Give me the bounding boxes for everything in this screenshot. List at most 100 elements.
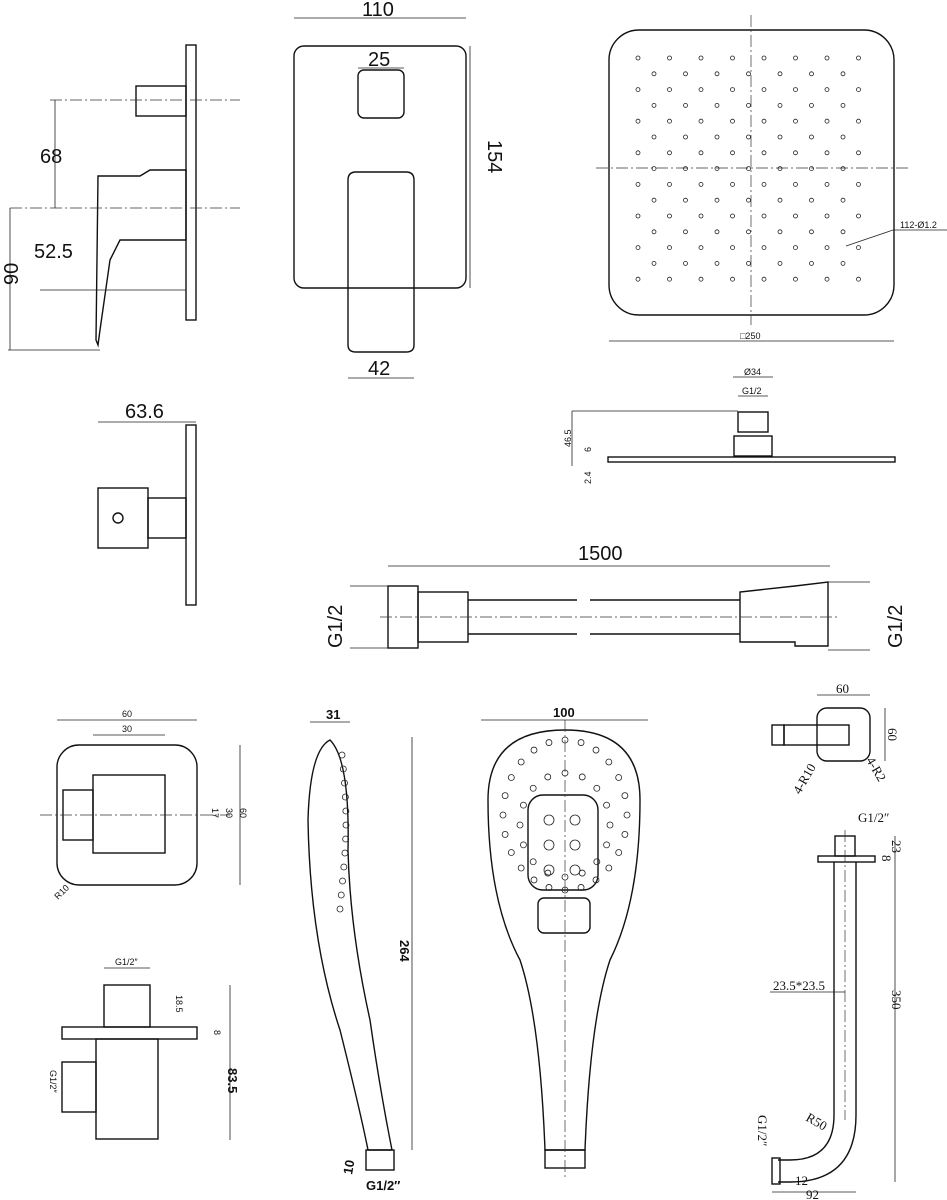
arm-dim-23: 23 (889, 840, 904, 853)
rain-nozzle (730, 55, 735, 61)
dim-6: 6 (583, 447, 593, 452)
shower-arm-side: G1/2″ 23 8 23.5*23.5 350 R50 G1/2″ 12 92 (755, 810, 904, 1200)
rain-nozzle (856, 118, 861, 124)
rain-nozzle (777, 71, 783, 77)
rain-nozzle (793, 245, 798, 251)
rain-shower-head-top: 112-Ø1.2 □250 (596, 15, 947, 342)
rain-nozzle (651, 229, 657, 235)
dim-34: Ø34 (744, 367, 761, 377)
dim-46-5: 46.5 (563, 429, 573, 447)
rain-nozzle (761, 55, 767, 61)
rain-nozzle (746, 197, 751, 203)
middle-nozzle (593, 858, 601, 866)
rain-nozzle (840, 229, 846, 235)
rain-nozzle (698, 118, 704, 124)
rain-nozzle (777, 197, 783, 203)
rain-nozzle (714, 229, 720, 235)
arm-flange-60b: 60 (885, 728, 900, 741)
rain-nozzle (824, 181, 830, 187)
rain-nozzle (856, 213, 861, 219)
rain-nozzle (761, 213, 767, 219)
middle-nozzle (606, 821, 614, 829)
outlet-dim-60b: 60 (238, 808, 248, 818)
rain-nozzle (714, 134, 720, 140)
side-nozzle (341, 849, 349, 857)
outlet-dim-83-5: 83.5 (225, 1068, 240, 1093)
rain-nozzle (730, 118, 735, 124)
rain-nozzle (856, 87, 861, 92)
rain-nozzle (824, 245, 830, 251)
outer-nozzle (499, 811, 507, 819)
outer-nozzle (545, 739, 553, 746)
rain-nozzle (730, 276, 735, 282)
rain-nozzle (777, 260, 783, 266)
rain-nozzle (809, 134, 814, 140)
dim-68: 68 (40, 146, 62, 168)
outer-nozzle (592, 876, 600, 884)
hand-dim-264: 264 (397, 940, 412, 962)
arm-thread-top: G1/2″ (858, 810, 889, 825)
rain-nozzle (777, 229, 783, 235)
rain-nozzle (809, 103, 814, 108)
rain-nozzle (730, 213, 735, 219)
rain-nozzle (777, 166, 783, 172)
rain-nozzle (651, 71, 657, 77)
arm-r10: 4-R10 (790, 761, 819, 797)
dim-g12: G1/2 (742, 386, 762, 396)
dim-250: □250 (740, 331, 760, 341)
rain-nozzle (714, 197, 720, 203)
rain-nozzle (698, 87, 704, 92)
rain-nozzle (793, 87, 798, 92)
middle-nozzle (516, 821, 524, 829)
outer-nozzle (507, 774, 515, 781)
center-nozzle (569, 814, 581, 826)
outlet-dim-18-5: 18.5 (174, 995, 184, 1013)
outlet-dim-17: 17 (210, 808, 220, 818)
rain-nozzle (793, 181, 798, 187)
rain-nozzle (809, 197, 814, 203)
outlet-dim-30b: 30 (224, 808, 234, 818)
rain-nozzle (761, 181, 767, 187)
outlet-r10: R10 (52, 883, 71, 902)
middle-nozzle (544, 773, 552, 781)
rain-nozzle (683, 166, 688, 172)
arm-r2: 4-R2 (863, 754, 889, 784)
outer-nozzle (507, 849, 515, 856)
rain-nozzle (667, 181, 672, 187)
rain-nozzle (651, 103, 657, 108)
rain-nozzle (761, 87, 767, 92)
rain-nozzle (840, 103, 846, 108)
outer-nozzle (615, 774, 623, 781)
hand-shower-side: 31 264 10 G1/2″ (307, 707, 413, 1193)
rain-nozzle (667, 150, 672, 156)
rain-nozzle (746, 260, 751, 266)
rain-nozzle (856, 181, 861, 187)
rain-nozzle (683, 197, 688, 203)
rain-nozzle (761, 245, 767, 251)
rain-nozzle (840, 71, 846, 77)
rain-nozzle (809, 71, 814, 77)
rain-nozzle (746, 134, 751, 140)
hand-dim-31: 31 (326, 707, 340, 722)
outer-nozzle (530, 746, 538, 754)
middle-nozzle (520, 841, 527, 849)
rain-nozzle (714, 166, 720, 172)
rain-nozzle (824, 55, 830, 61)
rain-nozzle (746, 166, 751, 172)
rain-nozzle (698, 181, 704, 187)
rain-nozzle (635, 150, 641, 156)
arm-dim-8: 8 (879, 855, 894, 862)
dim-52-5: 52.5 (34, 241, 73, 263)
rain-nozzle (667, 55, 672, 61)
arm-r50: R50 (804, 1110, 830, 1134)
rain-nozzle (824, 150, 830, 156)
outer-nozzle (577, 739, 585, 746)
outer-nozzle (621, 792, 629, 799)
rain-nozzle (683, 134, 688, 140)
rain-nozzle (683, 103, 688, 108)
rain-nozzle (730, 87, 735, 92)
rain-nozzle (698, 150, 704, 156)
mixer-front-view: 110 25 154 42 (293, 0, 505, 380)
rain-nozzle (683, 229, 688, 235)
